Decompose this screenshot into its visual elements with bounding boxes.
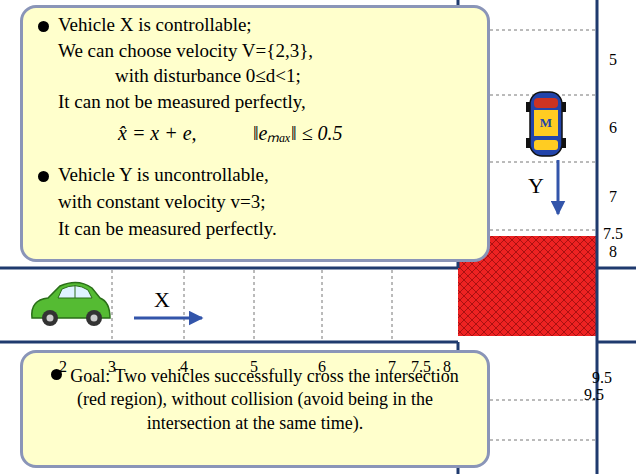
road-edge xyxy=(597,267,636,270)
road-edge xyxy=(0,267,458,270)
position-number: 8 xyxy=(609,244,617,260)
goal-text: Goal: Two vehicles successfully cross th… xyxy=(70,366,458,433)
car-y xyxy=(526,92,566,156)
position-number: 7 xyxy=(609,189,617,205)
position-number: 8 xyxy=(443,359,451,375)
box-text: It can not be measured perfectly, xyxy=(58,91,306,113)
formula-text: x̂ = x + e, xyxy=(118,122,197,145)
position-number: 6 xyxy=(609,120,617,136)
position-number: 7.5 xyxy=(603,226,623,242)
box-text: with disturbance 0≤d<1; xyxy=(115,65,301,87)
position-number: 5 xyxy=(609,52,617,68)
road-edge xyxy=(597,341,636,344)
box-text: It can be measured perfectly. xyxy=(58,218,277,240)
position-number: 4 xyxy=(180,359,188,375)
vehicle-badge: M xyxy=(540,116,552,129)
box-text: with constant velocity v=3; xyxy=(58,191,266,213)
position-number: 7.5 xyxy=(411,359,431,375)
formula-text: ‖eₘₐₓ‖ ≤ 0.5 xyxy=(253,122,343,145)
box-text: Vehicle X is controllable; xyxy=(58,14,252,36)
position-number: 2 xyxy=(59,359,67,375)
position-number: 6 xyxy=(318,359,326,375)
info-box: Vehicle X is controllable; We can choose … xyxy=(20,5,490,262)
position-number: 9.5 xyxy=(592,370,612,386)
bullet-dot xyxy=(38,171,49,182)
car-x xyxy=(32,282,110,326)
bullet-dot xyxy=(38,21,49,32)
position-number: 7 xyxy=(388,359,396,375)
motion-arrow xyxy=(134,317,202,320)
vehicle-name: X xyxy=(154,289,170,311)
position-number: 3 xyxy=(108,359,116,375)
position-number: 5 xyxy=(250,359,258,375)
box-text: Vehicle Y is uncontrollable, xyxy=(58,164,269,186)
position-number: 9.5 xyxy=(584,387,604,403)
box-text: We can choose velocity V={2,3}, xyxy=(58,40,313,62)
motion-arrow xyxy=(557,160,560,214)
vehicle-name: Y xyxy=(528,175,544,197)
road-edge xyxy=(0,341,458,344)
